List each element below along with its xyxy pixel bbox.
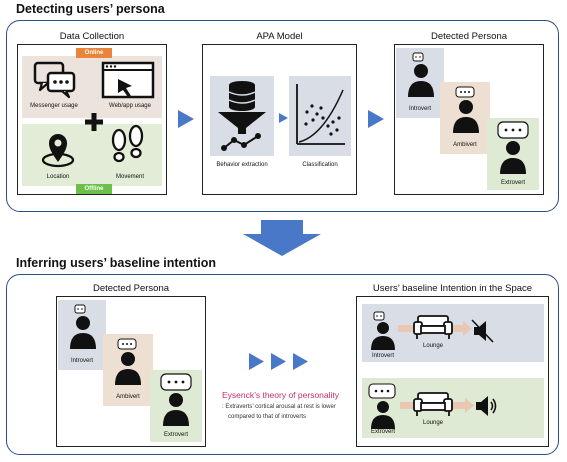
classification-label: Classification	[302, 162, 338, 168]
person-icon	[453, 86, 479, 133]
plus-icon	[85, 113, 103, 131]
location-pin-icon	[41, 134, 75, 168]
speaker-muted-icon	[471, 319, 494, 343]
introvert-label-bottom: Introvert	[70, 358, 93, 364]
theory-line-2: compared to that of introverts	[228, 414, 307, 420]
scatter-plot-icon	[296, 84, 345, 145]
person-icon	[497, 121, 529, 174]
introvert-label-top: Introvert	[408, 106, 431, 112]
person-icon	[160, 373, 192, 426]
introvert-intention-panel	[362, 304, 544, 362]
online-tag: Online	[76, 48, 112, 58]
arrow-right-icon	[249, 353, 308, 370]
arrow-right-icon	[465, 398, 474, 413]
behavior-extraction-label: Behavior extraction	[216, 162, 268, 168]
intention-inference-frame	[6, 274, 559, 455]
person-icon	[371, 311, 395, 350]
ambivert-label-bottom: Ambivert	[116, 394, 140, 400]
arrow-right-icon	[279, 113, 288, 123]
arrow-right-icon	[178, 110, 194, 128]
sofa-icon	[413, 315, 453, 339]
location-label: Location	[46, 174, 70, 180]
arrow-down-icon	[243, 220, 321, 256]
sofa-icon	[413, 392, 453, 416]
apa-model-header: APA Model	[256, 31, 303, 42]
bottom-section-title: Inferring users’ baseline intention	[16, 256, 217, 270]
ambivert-label-top: Ambivert	[453, 142, 477, 148]
arrow-right-icon	[463, 321, 472, 336]
theory-title: Eysenck’s theory of personality	[222, 390, 340, 400]
persona-detection-frame	[6, 20, 559, 212]
movement-label: Movement	[115, 174, 144, 180]
web-app-usage-label: Web/app usage	[109, 103, 151, 109]
theory-line-1: : Extraverts’ cortical arousal at rest i…	[222, 404, 336, 410]
lounge-label-2: Lounge	[422, 420, 444, 426]
lounge-label-1: Lounge	[422, 343, 444, 349]
funnel-icon	[218, 112, 266, 151]
person-icon	[408, 52, 434, 97]
messenger-usage-label: Messenger usage	[30, 103, 78, 109]
extrovert-intention-label: Extrovert	[370, 429, 395, 435]
arrow-right-icon	[368, 110, 384, 128]
detected-persona-header-top: Detected Persona	[430, 31, 508, 42]
offline-tag: Offline	[76, 184, 112, 194]
extrovert-label-bottom: Extrovert	[163, 432, 188, 438]
data-collection-header: Data Collection	[59, 31, 125, 42]
detected-persona-header-bottom: Detected Persona	[92, 283, 170, 294]
person-icon	[70, 304, 96, 349]
person-icon	[368, 383, 396, 429]
database-icon	[228, 81, 256, 111]
person-icon	[115, 338, 141, 385]
top-section-title: Detecting users’ persona	[16, 2, 165, 16]
footprints-icon	[111, 124, 144, 163]
browser-window-icon	[101, 61, 155, 99]
extrovert-label-top: Extrovert	[500, 180, 525, 186]
introvert-intention-label: Introvert	[371, 353, 394, 359]
speaker-loud-icon	[476, 396, 497, 416]
chat-icon	[33, 61, 76, 99]
intention-header: Users’ baseline Intention in the Space	[372, 283, 533, 294]
